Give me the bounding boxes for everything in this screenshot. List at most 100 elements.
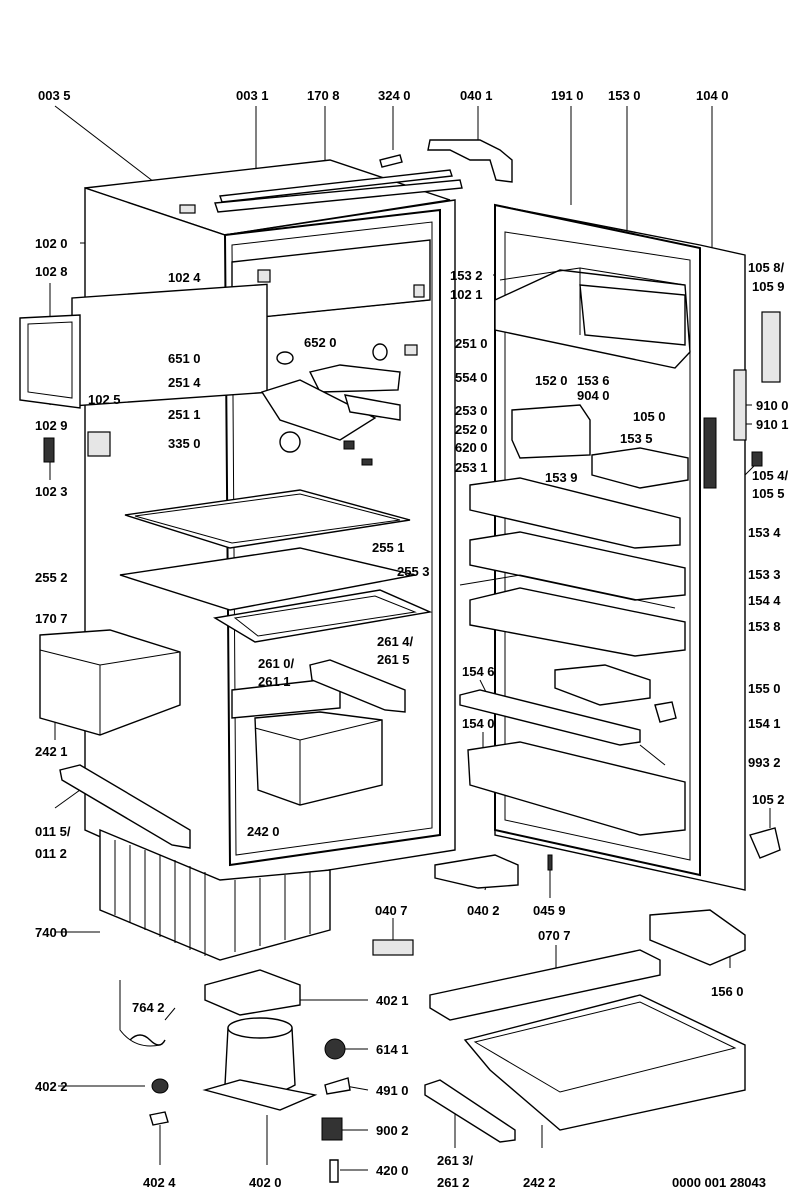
top-trim-strip	[214, 179, 463, 213]
drawer-2422	[463, 994, 746, 1131]
label-1059: 105 9	[752, 279, 785, 294]
label-1029: 102 9	[35, 418, 68, 433]
label-1520: 152 0	[535, 373, 568, 388]
label-4022: 402 2	[35, 1079, 68, 1094]
cover-2530	[344, 394, 401, 421]
label-2421: 242 1	[35, 744, 68, 759]
hinge-1052	[749, 827, 781, 859]
label-9932: 993 2	[748, 755, 781, 770]
label-1532: 153 2	[450, 268, 483, 283]
label-1054: 105 4/	[752, 468, 789, 483]
label-9002: 900 2	[376, 1123, 409, 1138]
label-1050: 105 0	[633, 409, 666, 424]
label-2510: 251 0	[455, 336, 488, 351]
box-1535	[591, 447, 689, 489]
lamp-housing-2511	[260, 379, 377, 441]
label-1533: 153 3	[748, 567, 781, 582]
tray-4021	[204, 969, 301, 1016]
label-4020: 402 0	[249, 1175, 282, 1190]
bin-2421	[39, 629, 181, 736]
label-9101: 910 1	[756, 417, 789, 432]
bracket-0115	[59, 764, 191, 849]
coil	[129, 1034, 166, 1046]
label-0407: 040 7	[375, 903, 408, 918]
shelf-1538	[469, 587, 686, 657]
strip-0707	[429, 949, 661, 1021]
hinge-0402	[434, 854, 519, 889]
label-9100: 910 0	[756, 398, 789, 413]
label-2551: 255 1	[372, 540, 405, 555]
box-1539	[511, 404, 591, 459]
label-1025: 102 5	[88, 392, 121, 407]
label-4024: 402 4	[143, 1175, 176, 1190]
crisper-2420	[254, 711, 383, 806]
foot-4022	[151, 1078, 169, 1094]
label-1540: 154 0	[462, 716, 495, 731]
freezer-door-seal	[19, 314, 81, 409]
ice-tray-1560	[649, 909, 746, 966]
label-1538: 153 8	[748, 619, 781, 634]
lamp-6520	[372, 343, 388, 361]
label-1021: 102 1	[450, 287, 483, 302]
crisper-lid	[231, 679, 341, 719]
compressor-base	[202, 1079, 318, 1111]
tube-7642	[119, 980, 161, 1047]
shelf-1534	[469, 477, 681, 549]
label-1052: 105 2	[752, 792, 785, 807]
label-2520: 252 0	[455, 422, 488, 437]
label-0031: 003 1	[236, 88, 269, 103]
label-1536: 153 6	[577, 373, 610, 388]
clip-1054	[751, 451, 763, 467]
bracket-3240	[379, 154, 403, 168]
label-1550: 155 0	[748, 681, 781, 696]
hinge-0401	[427, 139, 513, 183]
egg-tray-1550	[554, 664, 651, 706]
hinge-1023	[43, 437, 55, 463]
hinge-1058	[761, 311, 781, 383]
label-2553: 255 3	[397, 564, 430, 579]
label-1539: 153 9	[545, 470, 578, 485]
condenser-7400	[99, 828, 331, 961]
cabinet-inner	[223, 208, 441, 867]
label-2422: 242 2	[523, 1175, 556, 1190]
label-4200: 420 0	[376, 1163, 409, 1178]
shelf-1533	[469, 531, 686, 601]
label-0401: 040 1	[460, 88, 493, 103]
label-2615: 261 5	[377, 652, 410, 667]
label-1058: 105 8/	[748, 260, 785, 275]
label-4021: 402 1	[376, 993, 409, 1008]
label-1544: 154 4	[748, 593, 781, 608]
label-1055: 105 5	[752, 486, 785, 501]
sensor-4200	[329, 1159, 339, 1183]
rail-2613	[424, 1079, 516, 1143]
label-1023: 102 3	[35, 484, 68, 499]
parts	[19, 139, 781, 1183]
label-0035: 003 5	[38, 88, 71, 103]
label-6510: 651 0	[168, 351, 201, 366]
part-number-labels: 003 5 003 1 170 8 324 0 040 1 191 0 153 …	[35, 88, 789, 1190]
clip-2531	[361, 458, 373, 466]
strip-1546	[459, 689, 641, 746]
handle-1025	[87, 431, 111, 457]
knob-3350	[279, 431, 301, 453]
label-2613: 261 3/	[437, 1153, 474, 1168]
label-1020: 102 0	[35, 236, 68, 251]
label-1535: 153 5	[620, 431, 653, 446]
label-5540: 554 0	[455, 370, 488, 385]
label-0115: 011 5/	[35, 824, 71, 839]
label-1530: 153 0	[608, 88, 641, 103]
label-7400: 740 0	[35, 925, 68, 940]
label-0459: 045 9	[533, 903, 566, 918]
rail-2614	[309, 659, 406, 713]
dairy-flap-1536	[579, 284, 686, 346]
label-1040: 104 0	[696, 88, 729, 103]
document-number: 0000 001 28043	[672, 1175, 766, 1190]
label-1024: 102 4	[168, 270, 201, 285]
label-2610: 261 0/	[258, 656, 295, 671]
box-9002	[321, 1117, 343, 1141]
label-1707: 170 7	[35, 611, 68, 626]
clip-1541	[654, 701, 677, 723]
label-6200: 620 0	[455, 440, 488, 455]
switch-2510	[404, 344, 418, 356]
